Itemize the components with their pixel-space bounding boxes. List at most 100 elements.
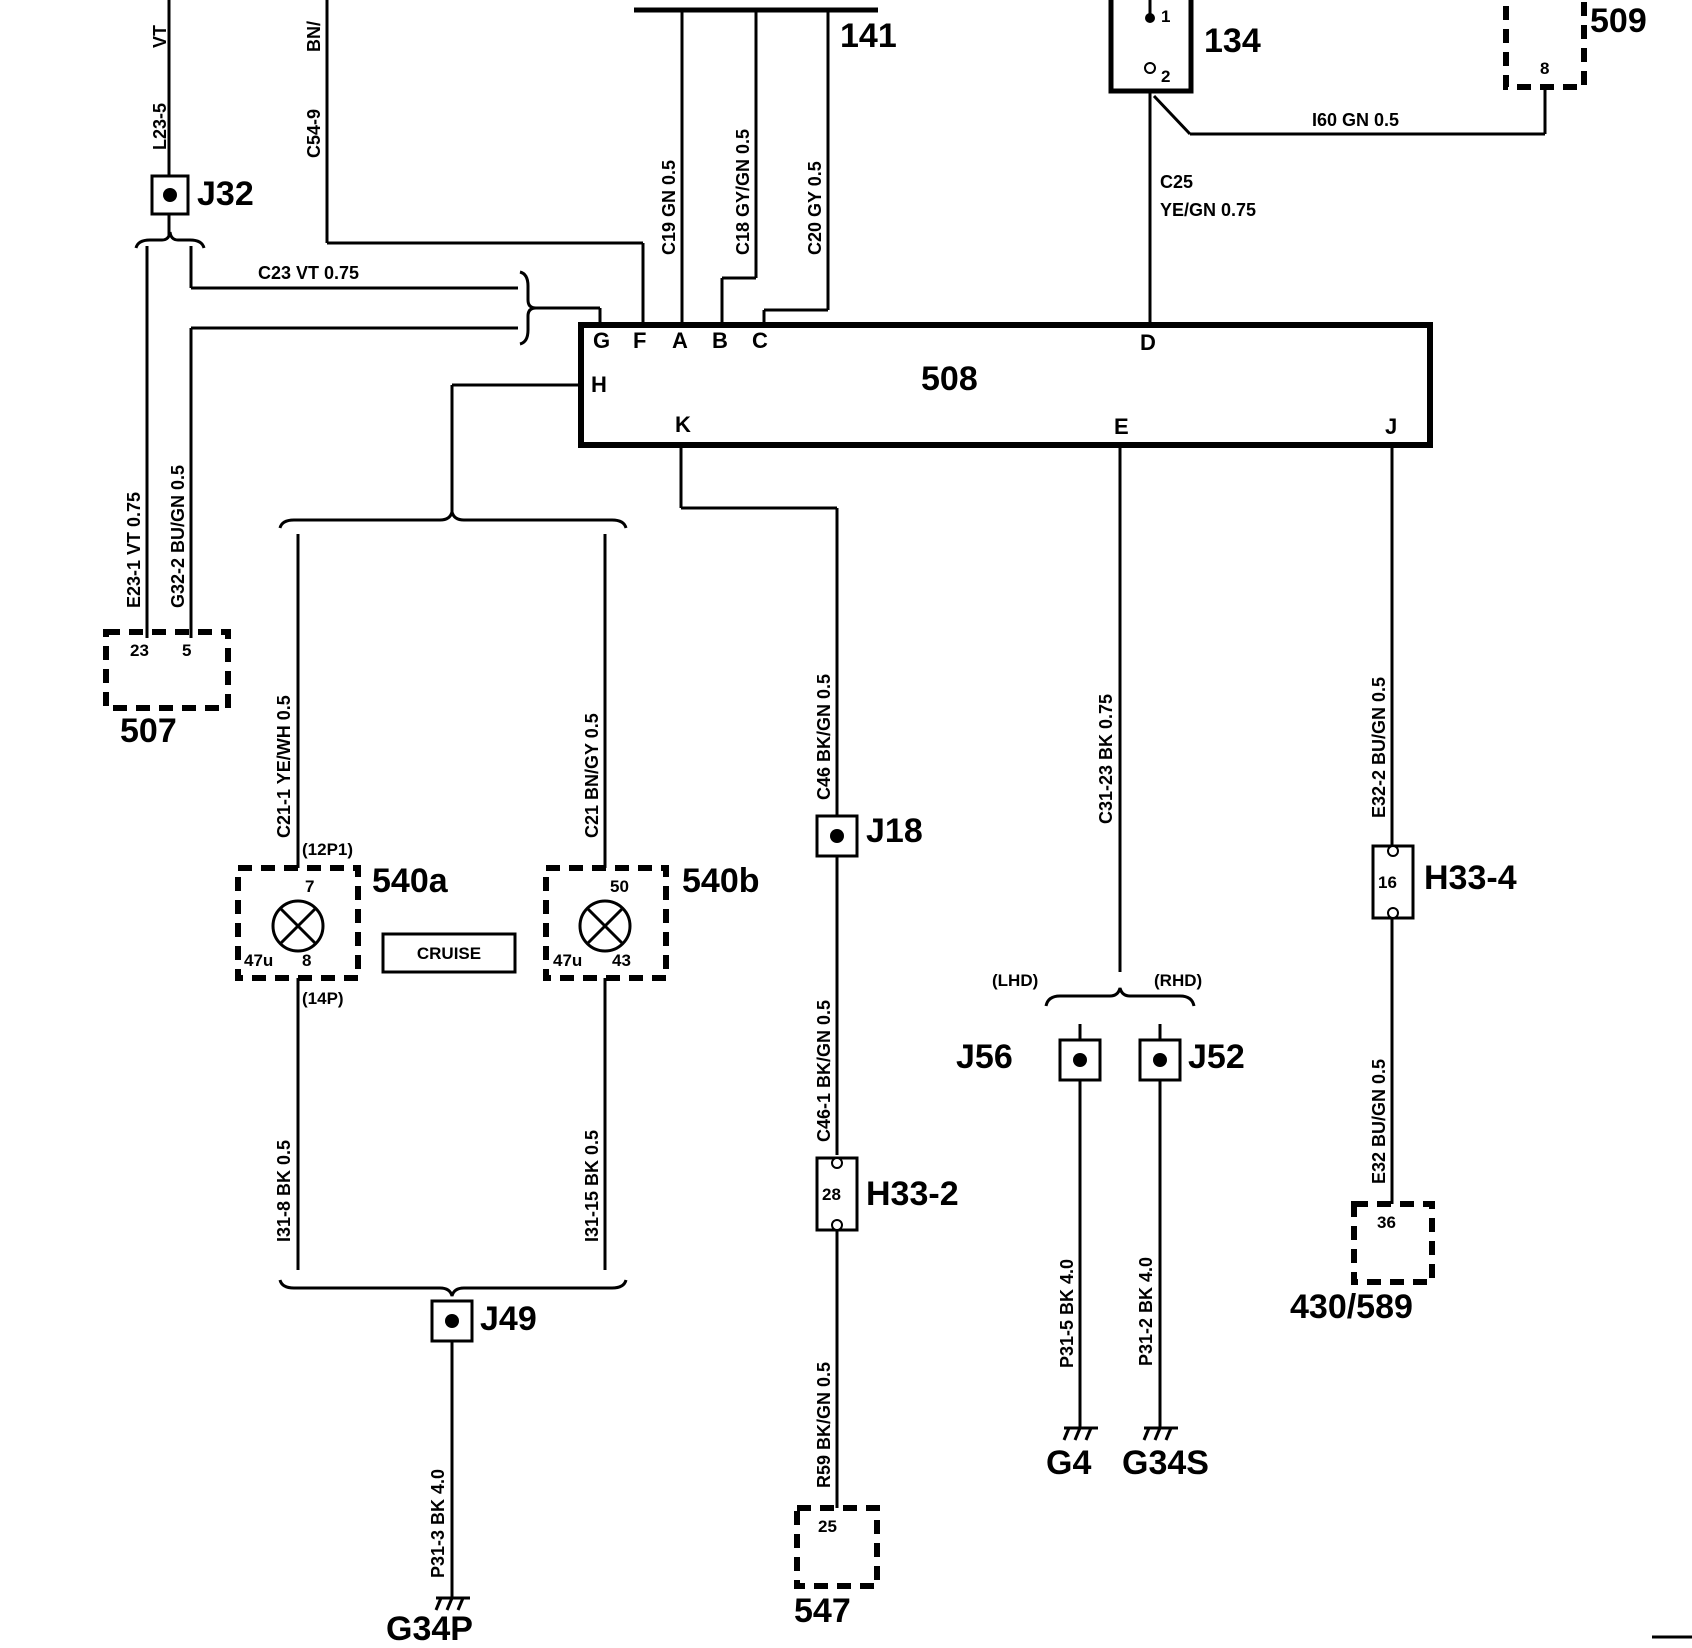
wire-label-e32-2: E32-2 BU/GN 0.5	[1369, 677, 1389, 818]
wire-label-p31-5: P31-5 BK 4.0	[1057, 1259, 1077, 1368]
ground-g4-icon	[1062, 1426, 1098, 1441]
ground-g34s-label: G34S	[1122, 1444, 1209, 1482]
component-134-label: 134	[1204, 22, 1261, 60]
wire-label-l23-5: L23-5	[150, 103, 170, 150]
component-507-frame	[103, 629, 231, 711]
wire-label-c54-9: C54-9	[304, 109, 324, 158]
wire-label-c46: C46 BK/GN 0.5	[814, 674, 834, 800]
pin-508-c: C	[752, 328, 768, 353]
cruise-label: CRUISE	[417, 944, 481, 963]
pin-508-f: F	[633, 328, 646, 353]
pin-508-b: B	[712, 328, 728, 353]
wire-label-i31-8: I31-8 BK 0.5	[274, 1140, 294, 1242]
ground-g34p-icon	[434, 1596, 470, 1611]
pin-508-a: A	[672, 328, 688, 353]
connector-j56-dot	[1073, 1053, 1087, 1067]
pin-508-g: G	[593, 328, 610, 353]
wire-label-c25-b: YE/GN 0.75	[1160, 200, 1256, 220]
pin-540a-47u: 47u	[244, 951, 273, 970]
brace-lhd-rhd	[1044, 987, 1196, 1007]
pin-507-5: 5	[182, 641, 191, 660]
connector-j32-label: J32	[197, 175, 254, 213]
pin-134-1: 1	[1161, 7, 1170, 26]
connector-j49-label: J49	[480, 1300, 537, 1338]
connector-h33-4-label: H33-4	[1424, 859, 1517, 897]
ground-g34p-label: G34P	[386, 1610, 473, 1648]
brace-lamps-bottom	[278, 1279, 628, 1297]
connector-h33-4-pin-top	[1387, 845, 1399, 857]
connector-j49-dot	[445, 1314, 459, 1328]
component-430-589-frame	[1351, 1201, 1435, 1285]
component-547-frame	[794, 1505, 880, 1589]
pin-547-25: 25	[818, 1517, 837, 1536]
pin-540b-50: 50	[610, 877, 629, 896]
brace-508-left	[519, 270, 537, 346]
label-lhd: (LHD)	[992, 971, 1038, 990]
component-540a-label: 540a	[372, 862, 449, 900]
module-508	[578, 322, 1433, 448]
wire-label-i31-15: I31-15 BK 0.5	[582, 1130, 602, 1242]
ground-g4-label: G4	[1046, 1444, 1091, 1482]
connector-j18-label: J18	[866, 812, 923, 850]
connector-j18-dot	[830, 829, 844, 843]
pin-540b-47u: 47u	[553, 951, 582, 970]
wire-label-c21: C21 BN/GY 0.5	[582, 713, 602, 838]
cruise-box	[381, 932, 517, 974]
pin-540b-43: 43	[612, 951, 631, 970]
connector-h33-2-pin-top	[831, 1157, 843, 1169]
pin-134-2-dot	[1144, 62, 1156, 74]
wire-label-bn-top: BN/	[304, 21, 324, 52]
connector-j52-dot	[1153, 1053, 1167, 1067]
wire-label-g32-2: G32-2 BU/GN 0.5	[168, 465, 188, 608]
component-509-label: 509	[1590, 2, 1647, 40]
connector-j49	[430, 1299, 474, 1343]
connector-h33-2-label: H33-2	[866, 1175, 959, 1213]
wire-label-c31-23: C31-23 BK 0.75	[1096, 694, 1116, 824]
pin-540a-14p: (14P)	[302, 989, 344, 1008]
component-507-label: 507	[120, 712, 177, 750]
wire-label-c20: C20 GY 0.5	[805, 161, 825, 255]
connector-h33-4-pin-bottom	[1387, 907, 1399, 919]
pin-134-2: 2	[1161, 67, 1170, 86]
component-540b-label: 540b	[682, 862, 760, 900]
component-141-label: 141	[840, 17, 897, 55]
wire-label-c18: C18 GY/GN 0.5	[733, 129, 753, 255]
pin-540a-7: 7	[305, 877, 314, 896]
wire-label-c23: C23 VT 0.75	[258, 263, 359, 283]
pin-508-h: H	[591, 372, 607, 397]
connector-j52-label: J52	[1188, 1038, 1245, 1076]
wire-label-e32: E32 BU/GN 0.5	[1369, 1059, 1389, 1184]
wire-label-p31-3: P31-3 BK 4.0	[428, 1469, 448, 1578]
wire-label-c21-1: C21-1 YE/WH 0.5	[274, 695, 294, 838]
brace-j32	[134, 231, 206, 249]
lamp-540b-x2	[585, 906, 625, 946]
pin-507-23: 23	[130, 641, 149, 660]
connector-j56-label: J56	[956, 1038, 1013, 1076]
connector-j32-dot	[163, 188, 177, 202]
pin-509-8: 8	[1540, 59, 1549, 78]
component-430-589-label: 430/589	[1290, 1288, 1413, 1326]
wire-label-e23-1: E23-1 VT 0.75	[124, 492, 144, 608]
pin-508-j: J	[1385, 414, 1397, 439]
wire-label-c25-a: C25	[1160, 172, 1193, 192]
component-547-label: 547	[794, 1592, 851, 1630]
wire-label-r59: R59 BK/GN 0.5	[814, 1362, 834, 1488]
pin-430-589-36: 36	[1377, 1213, 1396, 1232]
wire-label-vt-top: VT	[150, 25, 170, 48]
wire-i60-diag	[1152, 94, 1192, 136]
pin-540a-8: 8	[302, 951, 311, 970]
wire-label-c19: C19 GN 0.5	[659, 160, 679, 255]
wire-label-c46-1: C46-1 BK/GN 0.5	[814, 1000, 834, 1142]
connector-h33-2-pin: 28	[822, 1185, 841, 1204]
pin-508-k: K	[675, 412, 691, 437]
wire-label-p31-2: P31-2 BK 4.0	[1136, 1257, 1156, 1366]
pin-508-e: E	[1114, 414, 1129, 439]
ground-g34s-icon	[1142, 1426, 1178, 1441]
lamp-540a-x2	[278, 906, 318, 946]
wire-label-i60: I60 GN 0.5	[1312, 110, 1399, 130]
label-rhd: (RHD)	[1154, 971, 1202, 990]
pin-540a-12p1: (12P1)	[302, 840, 353, 859]
module-508-label: 508	[921, 360, 978, 398]
brace-lamps-top	[278, 511, 628, 529]
pin-508-d: D	[1140, 330, 1156, 355]
